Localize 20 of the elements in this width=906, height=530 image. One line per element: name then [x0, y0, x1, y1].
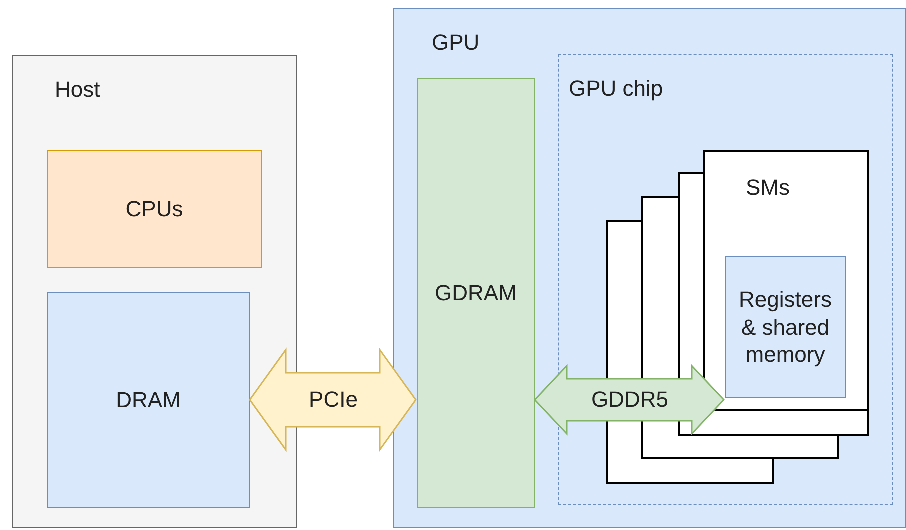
double-block-arrow [249, 348, 417, 452]
panel-title: GPU chip [569, 75, 664, 102]
edge-label: GDDR5 [592, 387, 668, 413]
edge-label: PCIe [309, 387, 358, 413]
box-label: Registers & shared memory [738, 286, 833, 368]
sm-card [703, 150, 869, 411]
gpu-panel [393, 8, 906, 528]
box-label: DRAM [115, 386, 182, 414]
box-label: GDRAM [434, 279, 518, 307]
panel-title: GPU [432, 29, 480, 56]
box-label: CPUs [124, 195, 184, 223]
memory-box [725, 256, 846, 398]
process-box [47, 150, 262, 268]
memory-bar [417, 78, 535, 508]
double-block-arrow [534, 364, 726, 436]
panel-title: SMs [746, 174, 790, 202]
chip-region [558, 54, 893, 505]
panel-title: Host [55, 76, 100, 104]
host-panel [12, 55, 297, 528]
process-box [47, 292, 250, 508]
